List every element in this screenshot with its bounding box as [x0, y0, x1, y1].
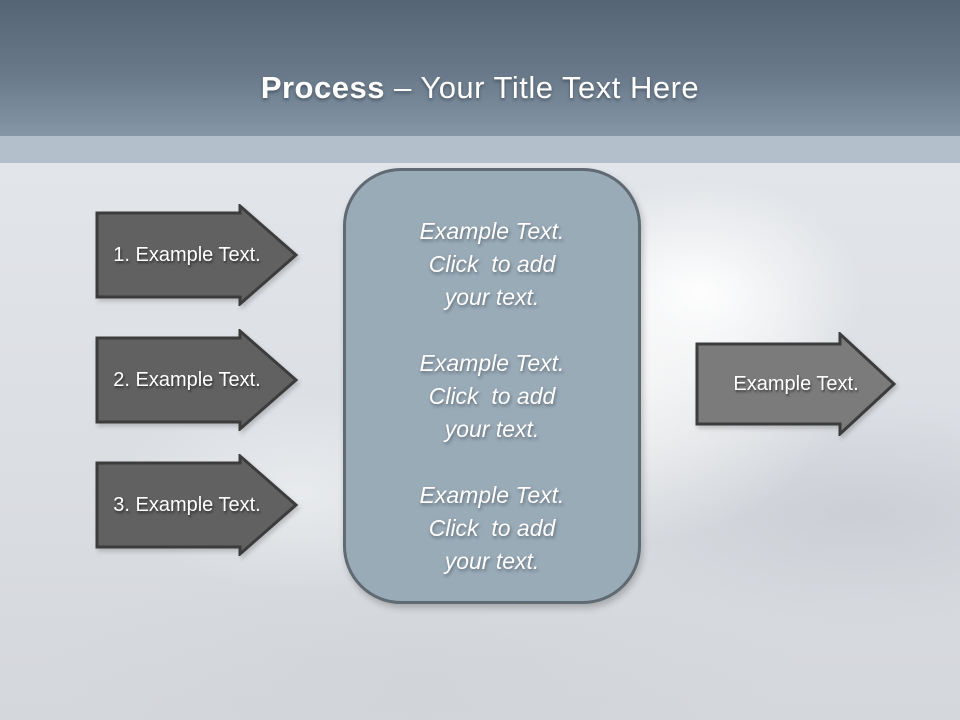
title-separator: – [384, 70, 421, 105]
page-title: Process – Your Title Text Here [261, 70, 699, 136]
process-arrow-1[interactable]: 1. Example Text. [95, 204, 299, 306]
title-rest: Your Title Text Here [420, 70, 700, 105]
text-placeholder-2[interactable]: Example Text. Click to add your text. [419, 350, 565, 442]
process-arrow-3[interactable]: 3. Example Text. [95, 454, 299, 556]
title-bar: Process – Your Title Text Here [0, 0, 960, 136]
right-arrow-shape-icon [95, 204, 299, 306]
text-placeholder-1[interactable]: Example Text. Click to add your text. [419, 218, 565, 310]
process-arrow-2[interactable]: 2. Example Text. [95, 329, 299, 431]
output-arrow[interactable]: Example Text. [695, 332, 897, 436]
header-accent-band [0, 136, 960, 163]
right-arrow-shape-icon [695, 332, 897, 436]
right-arrow-shape-icon [95, 454, 299, 556]
text-placeholder-3[interactable]: Example Text. Click to add your text. [419, 482, 565, 574]
title-emphasis: Process [260, 70, 385, 105]
right-arrow-shape-icon [95, 329, 299, 431]
process-description-panel[interactable]: Example Text. Click to add your text. Ex… [343, 168, 641, 604]
